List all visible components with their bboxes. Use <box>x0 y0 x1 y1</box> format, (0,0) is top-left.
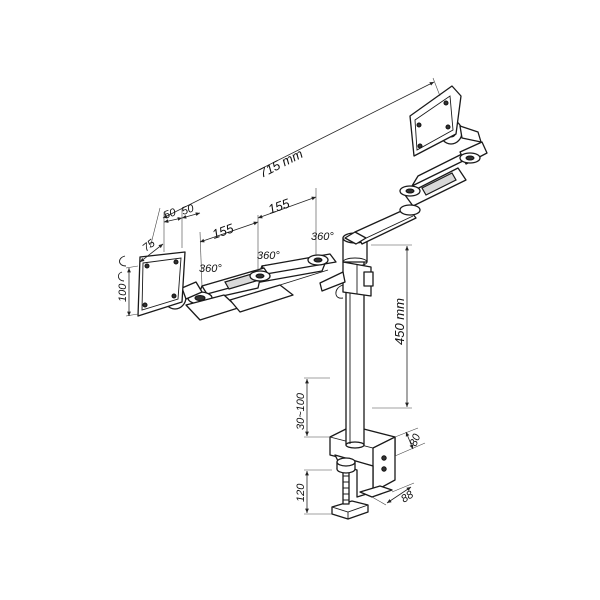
dim-vesa-offset-a: 50 <box>162 206 178 222</box>
right-arm <box>344 85 488 245</box>
dim-base-width: 88 <box>399 488 417 505</box>
rotation-label-joint-3: 360° <box>311 231 334 243</box>
vertical-pole <box>335 232 374 449</box>
rotation-label-joint-1: 360° <box>199 263 222 275</box>
left-arm <box>137 251 346 321</box>
desk-clamp <box>329 425 396 520</box>
dim-total-span: 715 mm <box>257 146 306 181</box>
dim-vesa-75: 75 <box>140 237 158 255</box>
dim-pole-height: 450 mm <box>392 298 407 345</box>
dim-vesa-100: 100 <box>117 283 129 302</box>
dim-vesa-offset-b: 50 <box>180 202 196 218</box>
dim-clamp-range: 30~100 <box>295 392 307 430</box>
dim-arm-segment-1: 155 <box>210 220 236 241</box>
dim-arm-segment-2: 155 <box>266 195 292 216</box>
rotation-label-joint-2: 360° <box>257 250 280 262</box>
dim-base-depth: 80 <box>408 431 424 448</box>
dim-clamp-height: 120 <box>295 483 307 502</box>
